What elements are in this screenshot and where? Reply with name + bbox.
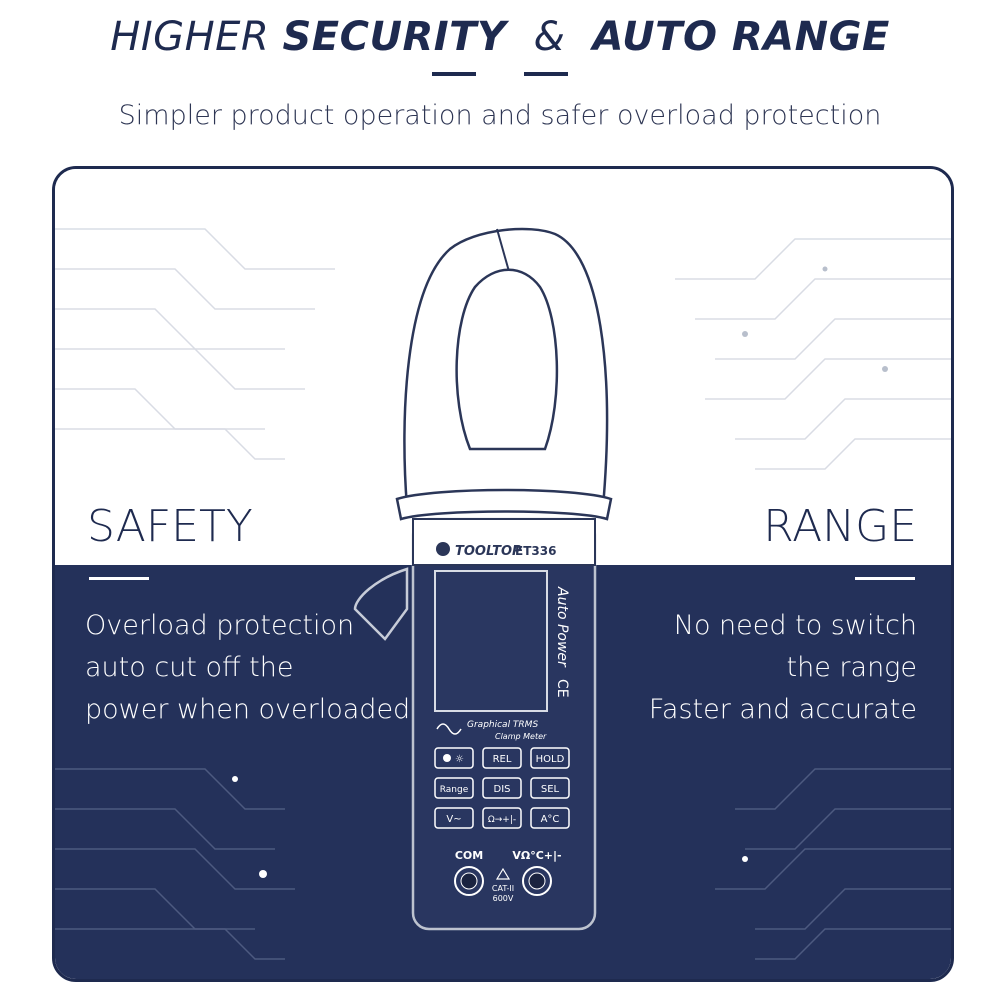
safety-line-1: Overload protection <box>85 610 355 641</box>
headline: HIGHER SECURITY & AUTO RANGE <box>0 14 1000 60</box>
safety-line-2: auto cut off the <box>85 652 294 683</box>
clamp-meter-illustration: TOOLTOP ET336 Auto Power CE Graphical TR… <box>353 227 613 931</box>
range-description: No need to switch the range Faster and a… <box>649 605 917 731</box>
input-port-label: VΩ°C+|- <box>512 849 561 862</box>
headline-part1: HIGHER <box>110 14 270 60</box>
lcd-display <box>434 570 548 712</box>
range-line-3: Faster and accurate <box>648 694 917 725</box>
range-heading: RANGE <box>763 501 917 552</box>
safety-description: Overload protection auto cut off the pow… <box>85 605 410 731</box>
dis-button-label: DIS <box>494 784 511 795</box>
backlight-icon <box>443 754 451 762</box>
light-icon: ☼ <box>455 754 464 765</box>
sel-button-label: SEL <box>541 784 560 795</box>
input-port[interactable] <box>522 866 552 896</box>
com-port-socket <box>460 872 478 890</box>
voltage-button[interactable] <box>434 807 474 829</box>
ohm-button-label: Ω→+|- <box>488 815 516 825</box>
voltage-button-label: V~ <box>446 814 461 825</box>
rel-button[interactable] <box>482 747 522 769</box>
ohm-button[interactable] <box>482 807 522 829</box>
auto-power-label: Auto Power <box>554 586 570 668</box>
hand-guard <box>395 488 613 521</box>
circuit-background <box>55 228 951 960</box>
range-divider <box>855 577 915 580</box>
amp-temp-button[interactable] <box>530 807 570 829</box>
range-button[interactable] <box>434 777 474 799</box>
model-label: ET336 <box>515 544 556 558</box>
brand-name: TOOLTOP <box>455 544 522 559</box>
amp-temp-button-label: A°C <box>541 814 560 825</box>
safety-line-3: power when overloaded <box>85 694 411 725</box>
range-line-2: the range <box>786 652 917 683</box>
jaw-split-line <box>496 228 511 276</box>
sel-button[interactable] <box>530 777 570 799</box>
headline-ampersand: & <box>533 14 566 60</box>
safety-heading: SAFETY <box>87 501 253 552</box>
wave-icon <box>436 723 462 735</box>
brand-logo-icon <box>436 542 450 556</box>
dis-button[interactable] <box>482 777 522 799</box>
warning-icon <box>495 867 511 880</box>
wave-sublabel: Clamp Meter <box>495 732 547 741</box>
backlight-button[interactable] <box>434 747 474 769</box>
clamp-jaw-opening <box>455 268 559 451</box>
wave-label: Graphical TRMS <box>467 720 538 730</box>
meter-body-top <box>412 518 596 566</box>
range-button-label: Range <box>440 785 469 795</box>
headline-underline-right <box>524 72 568 76</box>
headline-part2: SECURITY <box>282 14 507 60</box>
cat-label: CAT-II <box>492 884 514 893</box>
clamp-trigger <box>353 567 409 641</box>
range-line-1: No need to switch <box>673 610 917 641</box>
hold-button-label: HOLD <box>536 754 565 765</box>
subtitle: Simpler product operation and safer over… <box>118 100 882 131</box>
feature-card: TOOLTOP ET336 Auto Power CE Graphical TR… <box>52 166 954 982</box>
headline-part3: AUTO RANGE <box>592 14 890 60</box>
safety-divider <box>89 577 149 580</box>
voltage-rating-label: 600V <box>493 894 514 903</box>
com-port[interactable] <box>454 866 484 896</box>
input-port-socket <box>528 872 546 890</box>
headline-underline-left <box>432 72 476 76</box>
ce-mark: CE <box>554 679 570 698</box>
rel-button-label: REL <box>493 754 512 765</box>
com-port-label: COM <box>455 849 483 862</box>
hold-button[interactable] <box>530 747 570 769</box>
